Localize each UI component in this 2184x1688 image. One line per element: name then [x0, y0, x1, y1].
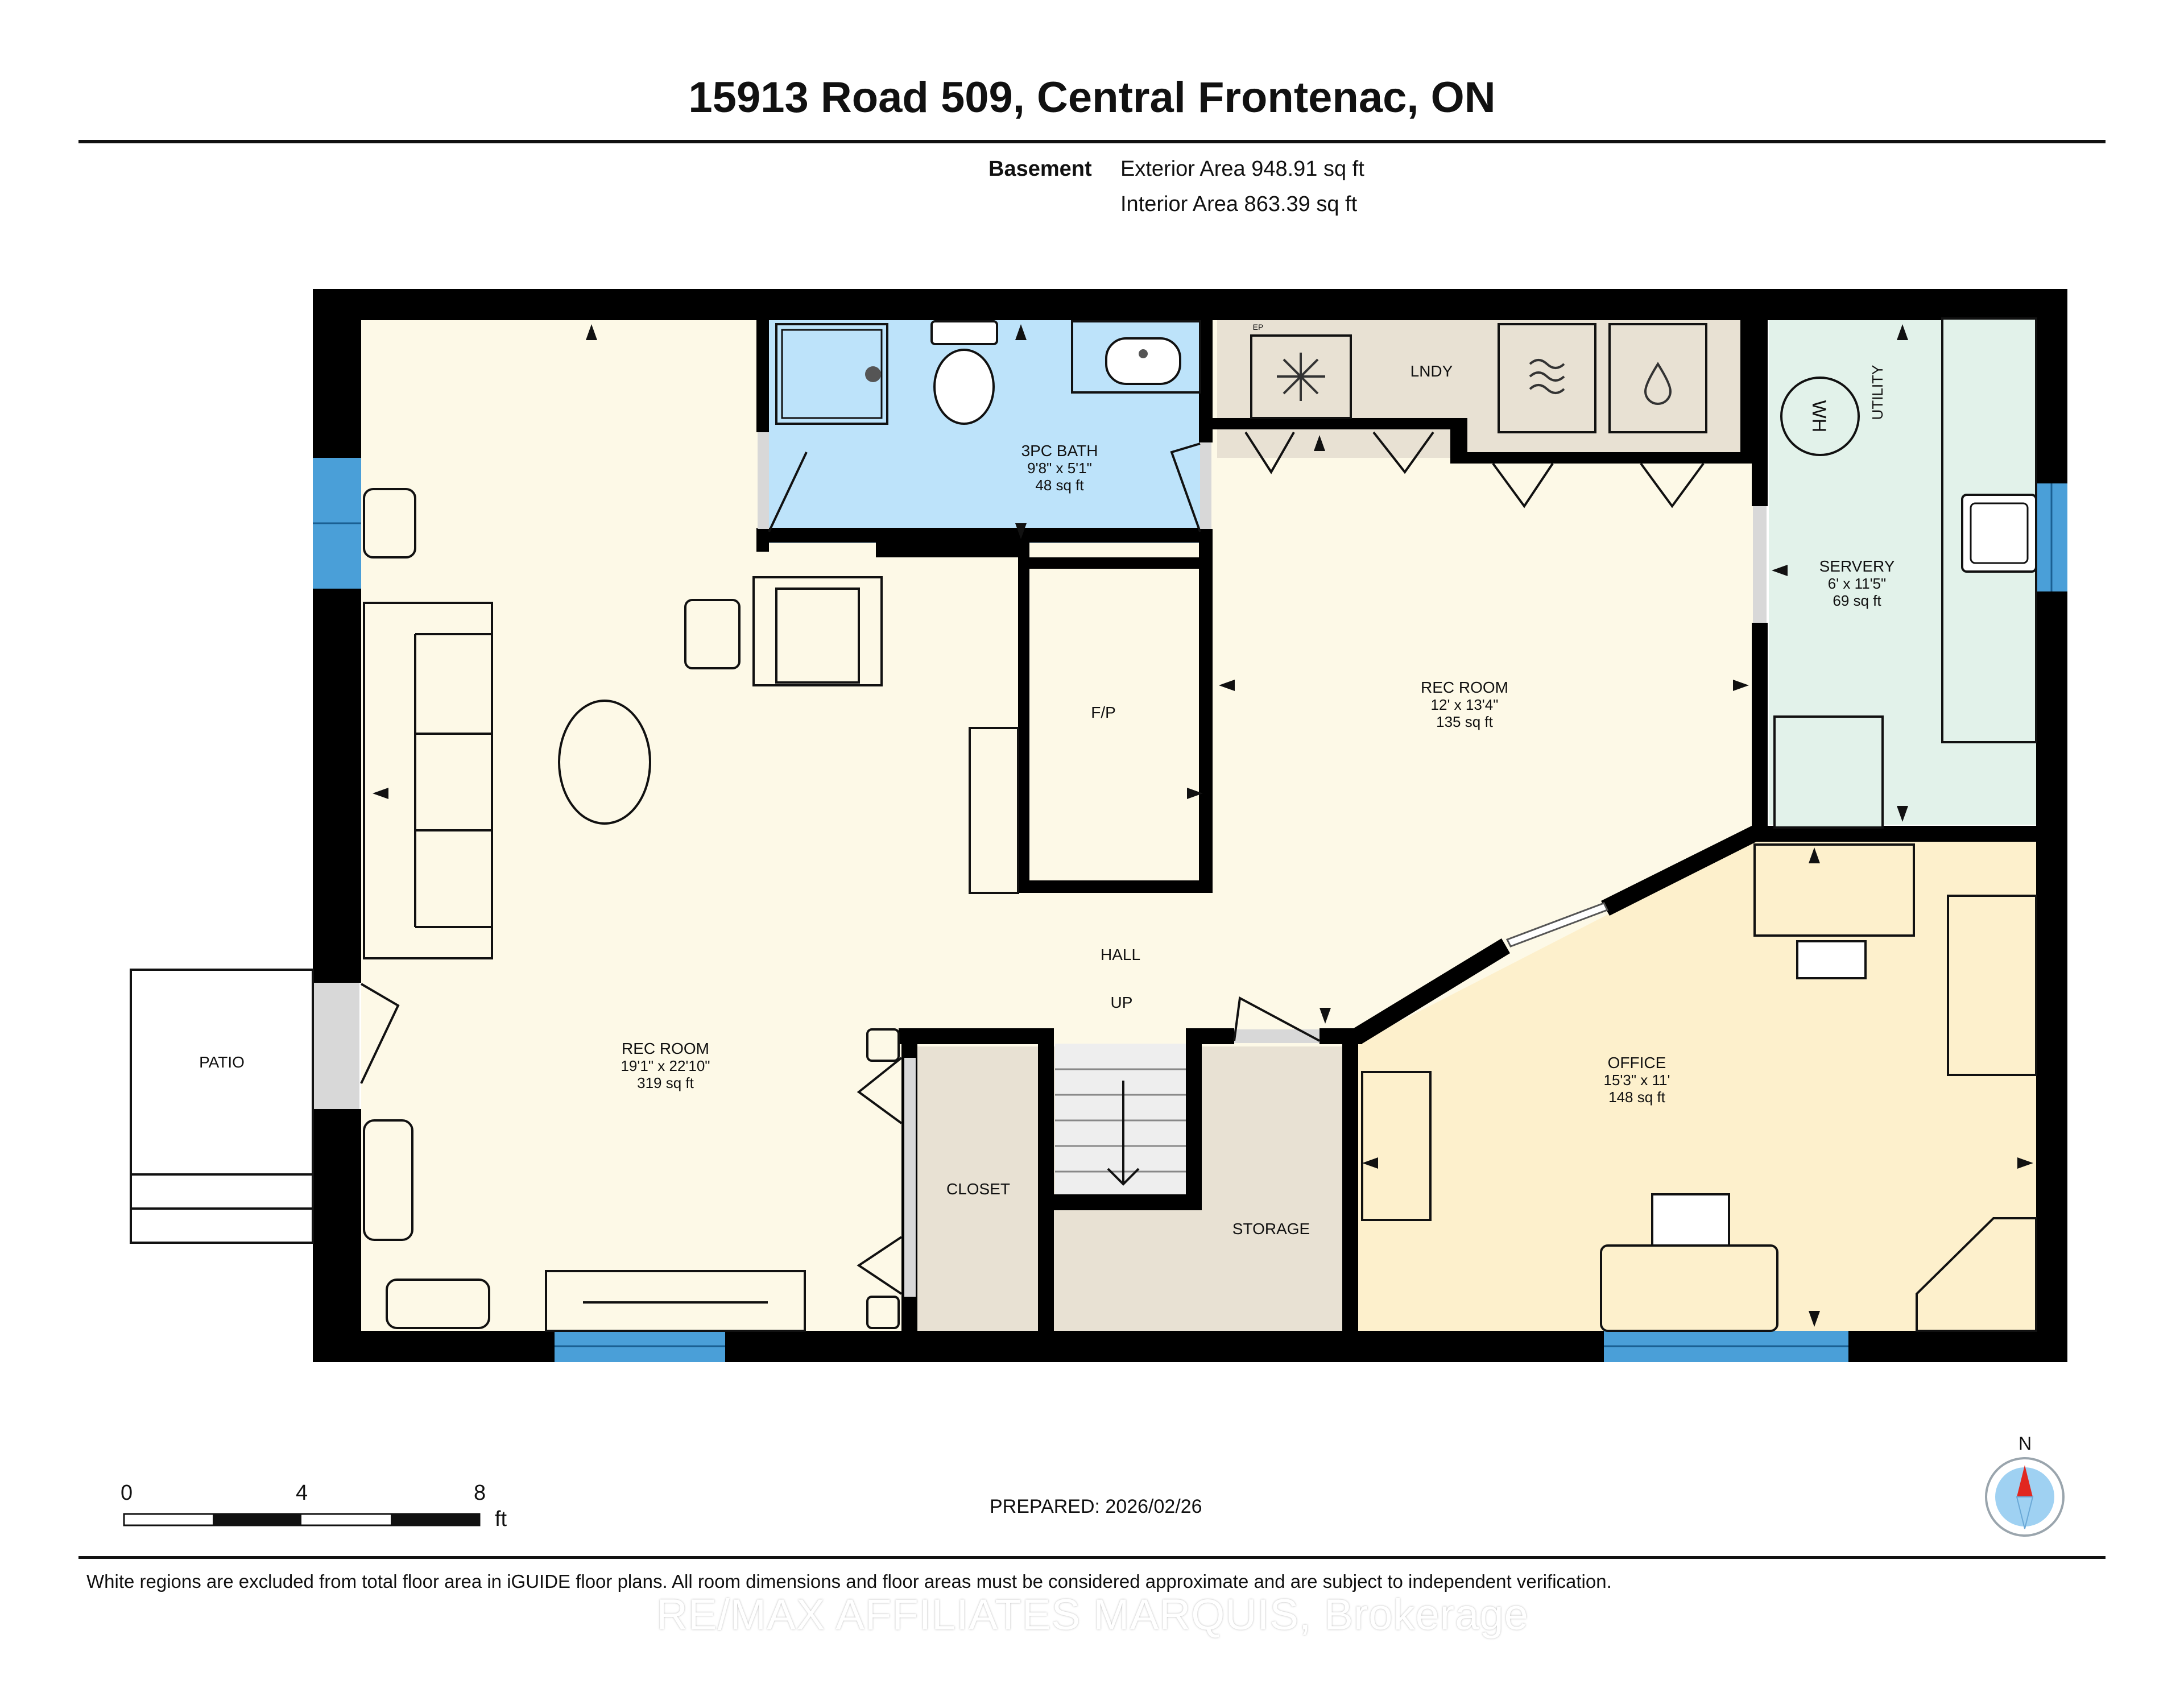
toilet-bowl [933, 349, 995, 425]
servery-area: 69 sq ft [1833, 592, 1881, 609]
ottoman-sw [363, 1119, 413, 1241]
office-desk-south [1600, 1244, 1778, 1332]
dryer [1608, 323, 1707, 433]
office-chair-south [1651, 1193, 1730, 1247]
disclaimer: White regions are excluded from total fl… [86, 1571, 1612, 1592]
office-desk-north [1753, 843, 1915, 937]
fp-label: F/P [1091, 704, 1116, 721]
lndy-label: LNDY [1410, 362, 1453, 380]
footer-rule [78, 1556, 2106, 1559]
servery-name: SERVERY [1819, 557, 1895, 575]
closet-fill [916, 1046, 1038, 1331]
hall-label: HALL [1101, 946, 1140, 963]
compass-icon [1985, 1457, 2065, 1537]
storage-label: STORAGE [1232, 1220, 1310, 1238]
furniture [363, 317, 2037, 1332]
office-dims: 15'3" x 11' [1604, 1071, 1670, 1089]
room-fills [361, 318, 2036, 1331]
rec-room-main-area: 319 sq ft [637, 1074, 694, 1091]
servery-fridge [1773, 715, 1884, 829]
brokerage-watermark: RE/MAX AFFILIATES MARQUIS, Brokerage [656, 1591, 1529, 1639]
washer [1498, 323, 1596, 433]
rec-room-east-dims: 12' x 13'4" [1431, 696, 1499, 713]
office-cabinet [1947, 895, 2037, 1076]
ottoman-nw [363, 488, 416, 558]
utility-label: UTILITY [1869, 365, 1886, 420]
patio-label: PATIO [199, 1053, 245, 1071]
stairs [1055, 1068, 1192, 1186]
office-shelf [1361, 1071, 1432, 1221]
hall-console [969, 727, 1019, 894]
droplet-icon [1644, 362, 1672, 405]
ep-label: EP [1253, 322, 1264, 332]
openings [314, 432, 1767, 1297]
office-area: 148 sq ft [1608, 1089, 1666, 1106]
oval-table [558, 700, 651, 825]
bath-name: 3PC BATH [1021, 442, 1098, 460]
scale-unit: ft [495, 1507, 507, 1531]
header-rule [78, 140, 2106, 143]
interior-area: Interior Area 863.39 sq ft [1120, 192, 1358, 216]
dimension-arrows [373, 324, 2033, 1327]
armchair [752, 576, 883, 686]
office-name: OFFICE [1608, 1054, 1666, 1071]
scale-bar [123, 1513, 481, 1526]
bath-dims: 9'8" x 5'1" [1027, 460, 1092, 477]
sofa [363, 602, 493, 959]
snowflake-icon [1277, 353, 1325, 401]
up-label: UP [1111, 994, 1133, 1011]
scale-tick-0: 0 [121, 1481, 133, 1505]
appliance-symbols [1277, 353, 1672, 405]
rec-room-east-name: REC ROOM [1421, 678, 1508, 696]
toilet-tank [930, 320, 998, 345]
plan-title: 15913 Road 509, Central Frontenac, ON [688, 73, 1496, 122]
exterior-area: Exterior Area 948.91 sq ft [1120, 157, 1364, 181]
ottoman-s [386, 1279, 490, 1329]
closet-label: CLOSET [946, 1180, 1010, 1198]
rec-room-east-area: 135 sq ft [1436, 713, 1494, 730]
servery-sink [1961, 494, 2037, 573]
rec-room-main-name: REC ROOM [622, 1040, 709, 1057]
scale-tick-4: 4 [296, 1481, 308, 1505]
water-heater [1780, 377, 1860, 456]
rec-room-main-dims: 19'1" x 22'10" [621, 1057, 710, 1074]
patio [130, 969, 314, 1244]
level-label: Basement [988, 157, 1092, 181]
prepared-date: PREPARED: 2026/02/26 [990, 1496, 1202, 1517]
bath-area: 48 sq ft [1035, 477, 1084, 494]
tv-console [545, 1270, 806, 1332]
compass-north-label: N [2018, 1433, 2032, 1454]
wave-icon [1529, 359, 1565, 394]
door-swings [360, 431, 1705, 1295]
office-corner-unit [1916, 1217, 2037, 1332]
wh-label: WH [1808, 400, 1830, 433]
side-table [684, 599, 741, 669]
office-chair-north [1796, 940, 1867, 979]
servery-dims: 6' x 11'5" [1828, 575, 1887, 592]
room-labels: REC ROOM 19'1" x 22'10" 319 sq ft 3PC BA… [199, 322, 1895, 1238]
scale-tick-8: 8 [474, 1481, 486, 1505]
